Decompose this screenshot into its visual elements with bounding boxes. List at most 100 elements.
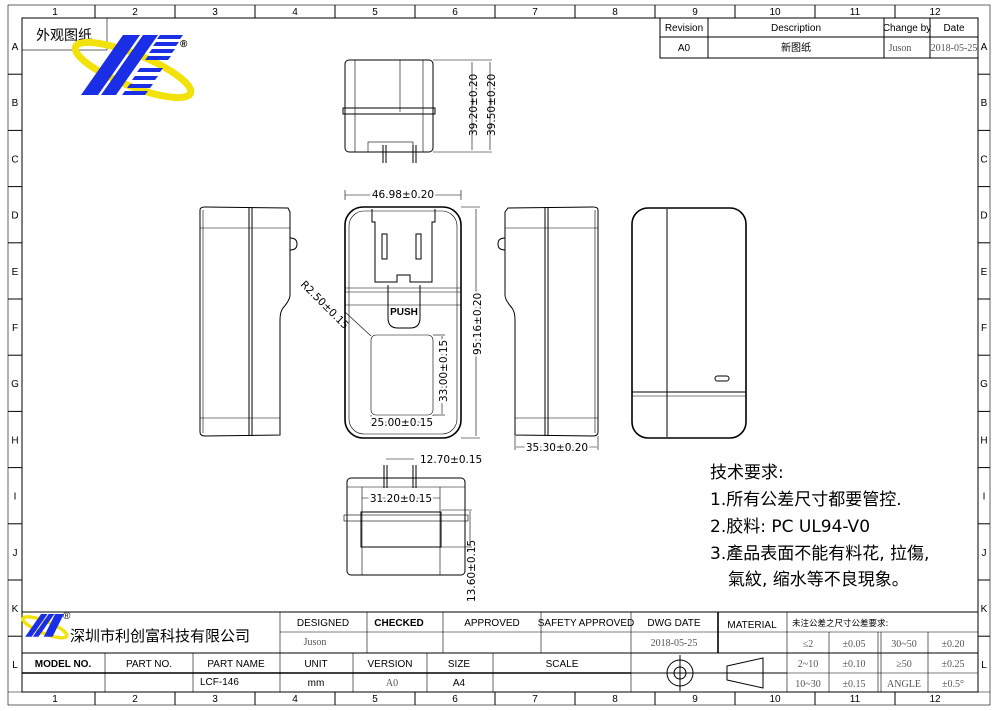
tolerance-cell: ±0.05 [843,639,866,650]
column-marker: 7 [532,7,538,18]
row-marker: I [983,492,986,503]
scale-label: SCALE [546,659,579,670]
dwg-date-label: DWG DATE [647,618,700,629]
row-marker: D [11,211,18,222]
dim-front-width: 46.98±0.20 [372,189,434,201]
column-marker: 5 [372,7,378,18]
column-marker: 1 [52,694,58,705]
dim-label-height: 33.00±0.15 [438,340,450,402]
column-marker: 9 [692,7,698,18]
material-label: MATERIAL [727,620,777,631]
column-marker: 12 [929,7,941,18]
tech-req-title: 技术要求: [710,463,784,483]
column-marker: 11 [850,694,861,705]
doc-type-box: 外观图纸 [21,17,108,51]
dim-label-width: 25.00±0.15 [371,417,433,429]
checked-label: CHECKED [374,618,423,629]
tolerance-title: 未注公差之尺寸公差要求: [792,618,888,629]
small-registered-mark: ® [63,611,71,622]
tolerance-cell: ≥50 [896,659,912,670]
row-marker: F [12,323,18,334]
size-label: SIZE [448,659,471,670]
column-marker: 10 [769,694,781,705]
row-marker: G [11,379,19,390]
part-name-value: LCF-146 [200,677,239,688]
rev-header-description: Description [771,23,821,34]
front-view: PUSH 46.98±0.20 95.16±0.20 33.00±0.15 25… [298,187,486,439]
row-marker: B [12,98,19,109]
row-marker: F [981,323,987,334]
revision-table: Revision Description Change by Date A0 新… [659,17,979,59]
row-marker: C [11,154,18,165]
part-name-label: PART NAME [207,659,265,670]
column-marker: 4 [292,7,298,18]
row-marker: H [980,435,987,446]
push-label: PUSH [390,307,418,318]
small-logo [21,614,69,640]
dim-bottom-width: 31.20±0.15 [370,493,432,505]
company-logo: ® [71,35,195,102]
rev-value-change-by: Juson [889,43,912,54]
dim-bottom-height: 13.60±0.15 [466,540,478,602]
designed-value: Juson [304,637,327,648]
left-side-view [199,206,298,437]
tech-req-item-3: 3.產品表面不能有料花, 拉傷, [710,544,929,564]
dim-top-height-outer: 39.50±0.20 [486,74,498,136]
bottom-view: 12.70±0.15 31.20±0.15 13.60±0.15 [343,454,482,602]
column-marker: 3 [212,694,218,705]
version-value: A0 [386,678,398,689]
rev-header-change-by: Change by [883,23,931,34]
dim-front-height: 95.16±0.20 [472,293,484,355]
column-marker: 12 [929,694,941,705]
unit-label: UNIT [304,659,327,670]
column-marker: 6 [452,7,458,18]
column-marker: 4 [292,694,298,705]
tolerance-cell: ANGLE [887,679,921,690]
dim-side-depth: 35.30±0.20 [526,442,588,454]
column-marker: 5 [372,694,378,705]
dim-pin-spacing: 12.70±0.15 [420,454,482,466]
row-marker: E [981,267,988,278]
first-angle-projection-symbol [656,655,770,691]
tech-requirements: 技术要求: 1.所有公差尺寸都要管控. 2.胶料: PC UL94-V0 3.產… [710,463,929,590]
row-marker: E [12,267,19,278]
rev-header-date: Date [943,23,965,34]
row-marker: J [982,548,987,559]
tolerance-cell: ±0.10 [843,659,866,670]
row-marker: A [12,42,19,53]
tolerance-cell: 30~50 [891,639,916,650]
tech-req-item-1: 1.所有公差尺寸都要管控. [710,490,902,510]
unit-value: mm [308,678,325,689]
column-marker: 11 [850,7,861,18]
column-marker: 3 [212,7,218,18]
size-value: A4 [453,678,466,689]
column-marker: 2 [132,694,138,705]
rev-header-revision: Revision [665,23,703,34]
tolerance-cell: ±0.20 [942,639,965,650]
row-marker: K [981,604,988,615]
row-marker: K [12,604,19,615]
tolerance-cell: 2~10 [798,659,818,670]
column-marker: 2 [132,7,138,18]
column-marker: 1 [52,7,58,18]
column-marker: 9 [692,694,698,705]
tech-req-item-3-cont: 氣紋, 缩水等不良現象。 [728,570,909,590]
tolerance-cell: ±0.15 [843,679,866,690]
safety-approved-label: SAFETY APPROVED [538,618,635,629]
model-no-label: MODEL NO. [35,659,92,670]
registered-mark: ® [180,39,188,50]
rev-value-date: 2018-05-25 [931,43,978,54]
right-side-view: 35.30±0.20 [497,206,599,456]
column-marker: 7 [532,694,538,705]
designed-label: DESIGNED [297,618,349,629]
rev-value-revision: A0 [678,43,691,54]
part-no-label: PART NO. [126,659,172,670]
version-label: VERSION [367,659,412,670]
row-marker: D [980,211,987,222]
dim-radius: R2.50±0.15 [298,279,351,332]
tolerance-cell: ±0.5° [942,679,964,690]
column-marker: 8 [612,694,618,705]
top-view: 39.20±0.20 39.50±0.20 [342,59,498,163]
approved-label: APPROVED [464,618,520,629]
